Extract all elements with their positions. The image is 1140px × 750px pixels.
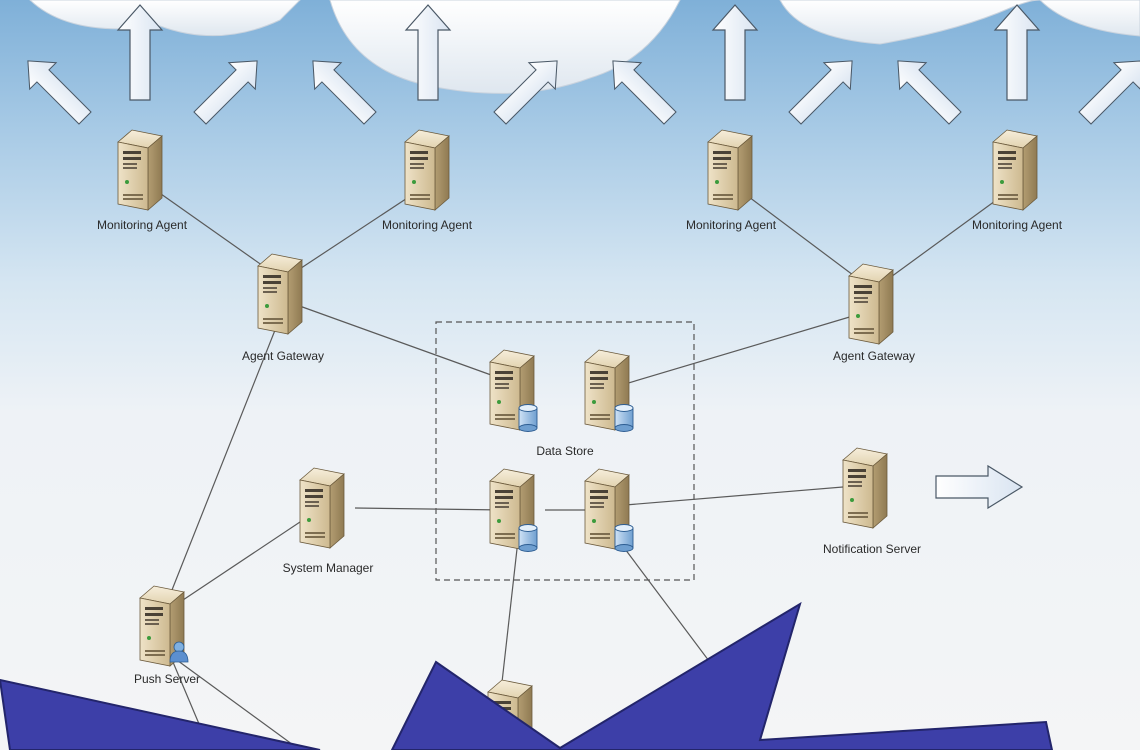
up-right-arrow-icon [781,47,866,132]
server-icon [707,129,753,211]
up-right-arrow-icon [1071,47,1140,132]
server-icon [117,129,163,211]
right-arrow-icon [935,464,1024,510]
up-left-arrow-icon [14,47,99,132]
database-icon [518,524,538,552]
server-push[interactable] [139,585,189,667]
up-left-arrow-icon [884,47,969,132]
server-icon [257,253,303,335]
up-right-arrow-icon [186,47,271,132]
server-icon [842,447,888,529]
server-icon [404,129,450,211]
burst-overlay-right [390,601,1054,750]
server-datastore-2[interactable] [584,349,634,432]
label-system-manager: System Manager [282,561,374,575]
server-agent-1[interactable] [117,129,163,211]
cloud-background [29,0,1140,94]
burst-overlay-left [0,678,321,750]
database-icon [614,524,634,552]
label-data-store: Data Store [536,444,594,458]
server-agent-4[interactable] [992,129,1038,211]
server-gateway-1[interactable] [257,253,303,335]
server-datastore-3[interactable] [489,468,538,552]
up-arrow-icon [994,4,1040,101]
server-icon [299,467,345,549]
up-arrow-icon [712,4,758,101]
server-agent-2[interactable] [404,129,450,211]
database-icon [614,404,634,432]
server-gateway-2[interactable] [848,263,894,345]
label-agent-gateway-1: Agent Gateway [241,349,325,363]
label-monitoring-agent-2: Monitoring Agent [381,218,473,232]
data-store-group [435,321,695,581]
server-datastore-1[interactable] [489,349,538,432]
server-icon [992,129,1038,211]
server-agent-3[interactable] [707,129,753,211]
label-monitoring-agent-1: Monitoring Agent [96,218,188,232]
label-push-server: Push Server [133,672,201,686]
server-notification[interactable] [842,447,888,529]
server-icon [848,263,894,345]
server-datastore-4[interactable] [584,468,634,552]
label-notification-server: Notification Server [822,542,922,556]
label-monitoring-agent-3: Monitoring Agent [685,218,777,232]
label-monitoring-agent-4: Monitoring Agent [971,218,1063,232]
database-icon [518,404,538,432]
label-agent-gateway-2: Agent Gateway [832,349,916,363]
server-system-manager[interactable] [299,467,345,549]
